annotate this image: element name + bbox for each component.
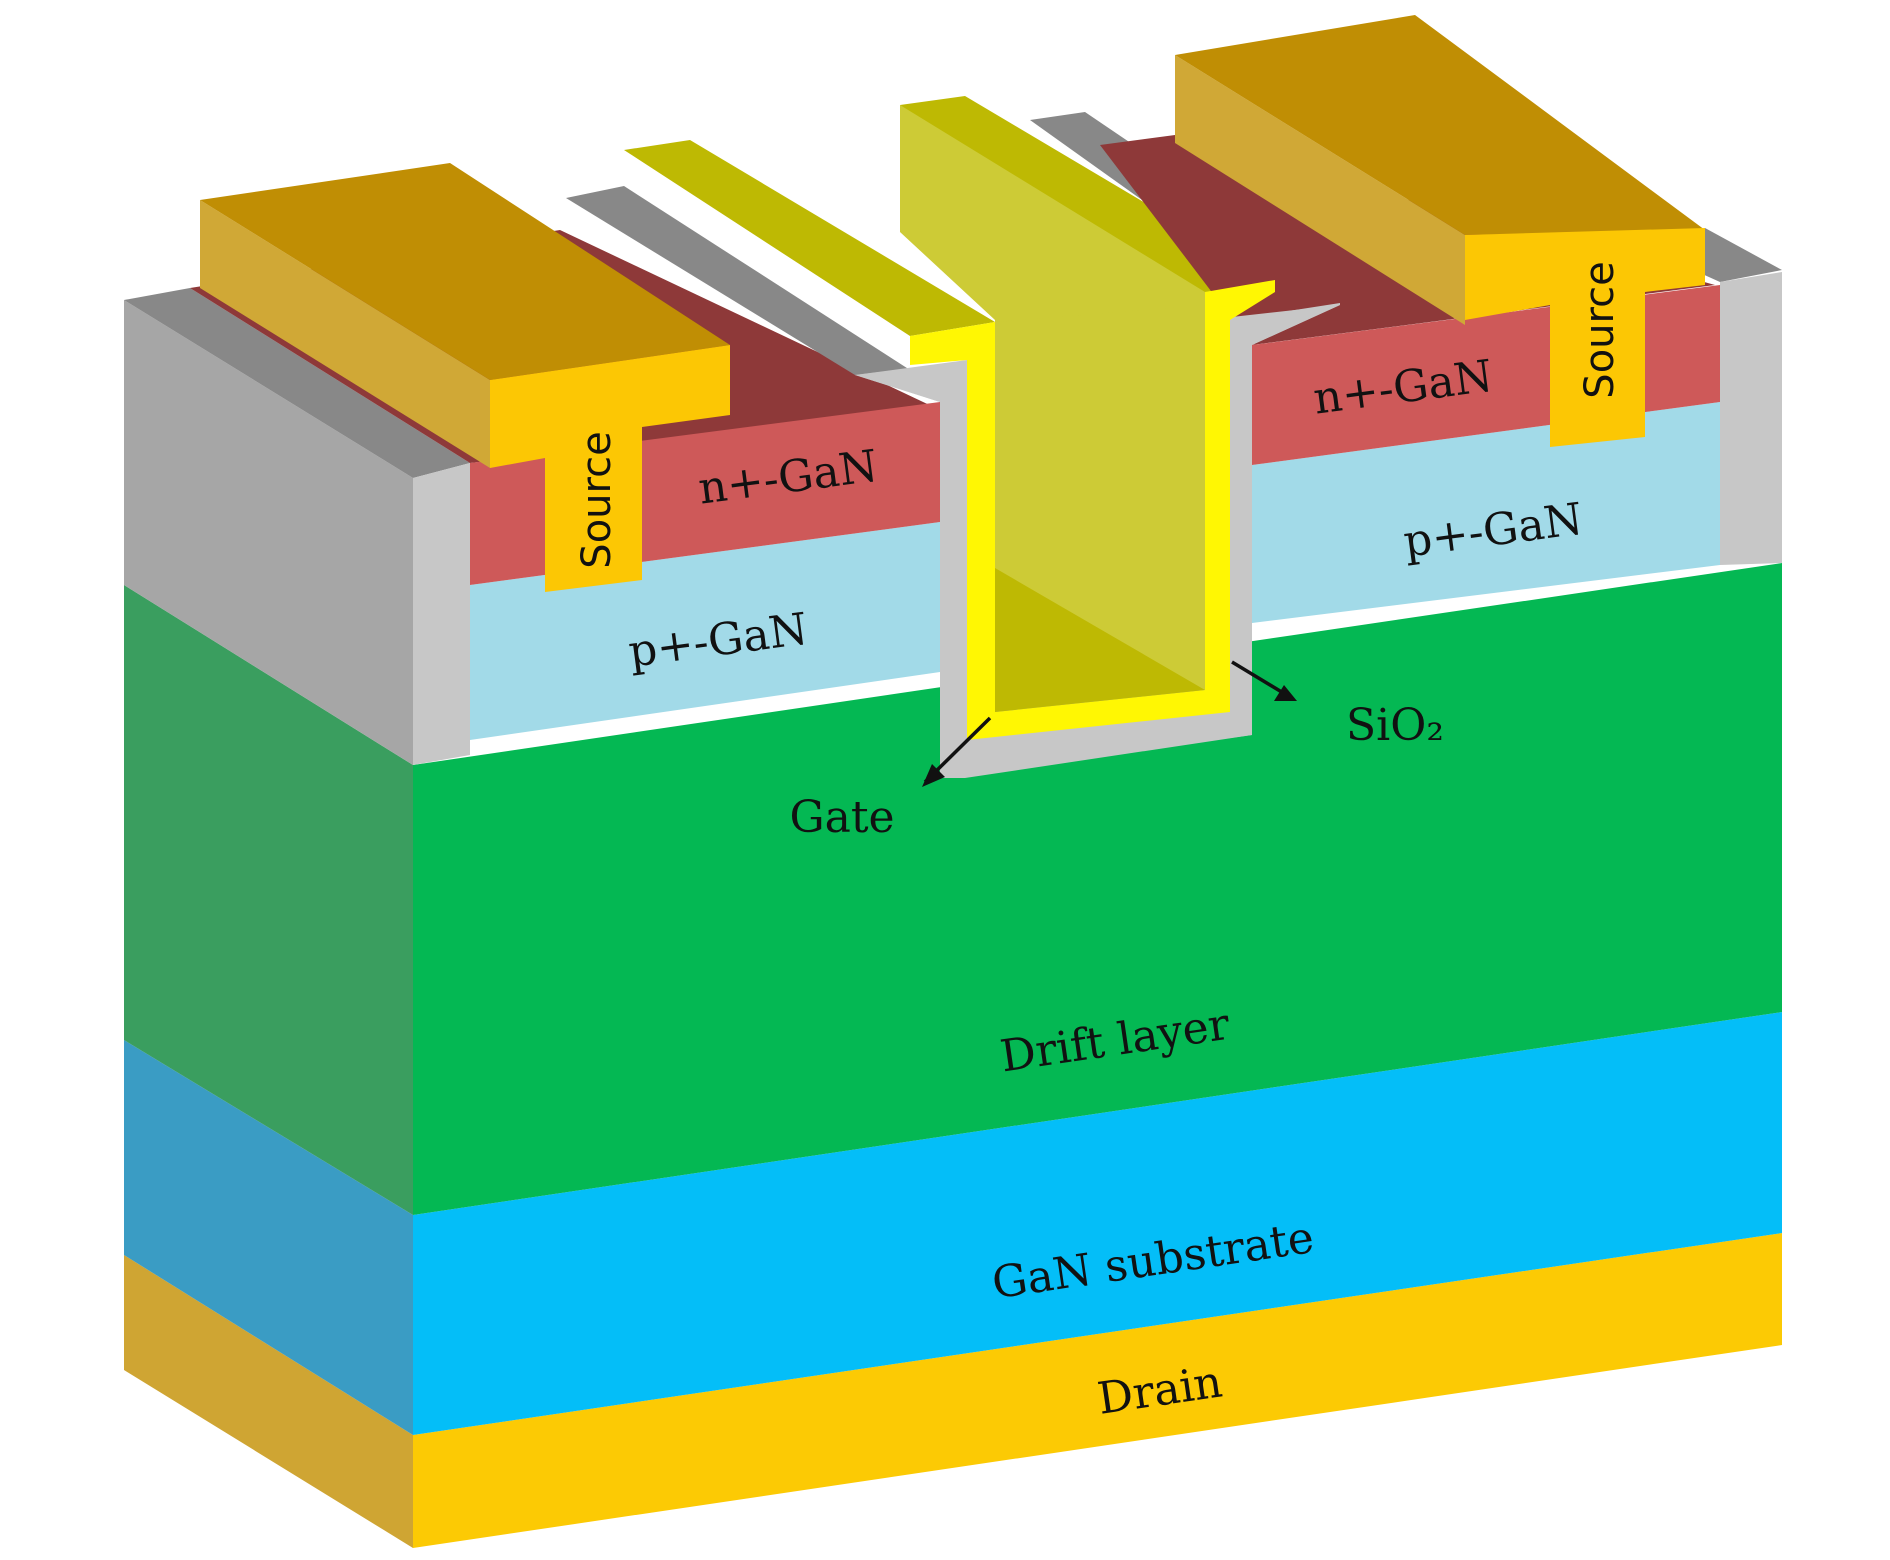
substrate-layer	[413, 1012, 1782, 1435]
pplus-right-layer	[1252, 402, 1720, 623]
oxide-right-front	[1720, 272, 1782, 565]
source-left-label: Source	[574, 431, 620, 568]
source-left-top	[200, 163, 730, 380]
gate-u	[910, 280, 1275, 740]
source-left-front	[490, 345, 730, 592]
gate-left-top	[624, 140, 995, 336]
gate-arrowhead	[922, 764, 945, 787]
drain-layer	[413, 1233, 1782, 1548]
oxide-trench-u	[855, 303, 1340, 778]
drift-layer	[413, 563, 1782, 1215]
drain-side-face	[124, 1255, 413, 1548]
sio2-arrowhead	[1274, 685, 1297, 701]
oxide-left-front	[413, 463, 470, 765]
oxide-left-side-face	[124, 300, 413, 765]
source-right-front	[1465, 228, 1705, 447]
source-right-side	[1175, 55, 1465, 325]
source-left-side	[200, 200, 490, 468]
oxide-trench-left-top	[566, 186, 910, 375]
gate-label: Gate	[789, 792, 894, 843]
substrate-side-face	[124, 1040, 413, 1435]
oxide-left-top	[124, 288, 470, 478]
drift-side-face	[124, 585, 413, 1215]
source-right-top	[1175, 15, 1705, 235]
source-right-label: Source	[1577, 261, 1623, 398]
sio2-label: SiO₂	[1346, 700, 1444, 751]
gate-trench-shade	[995, 568, 1205, 712]
